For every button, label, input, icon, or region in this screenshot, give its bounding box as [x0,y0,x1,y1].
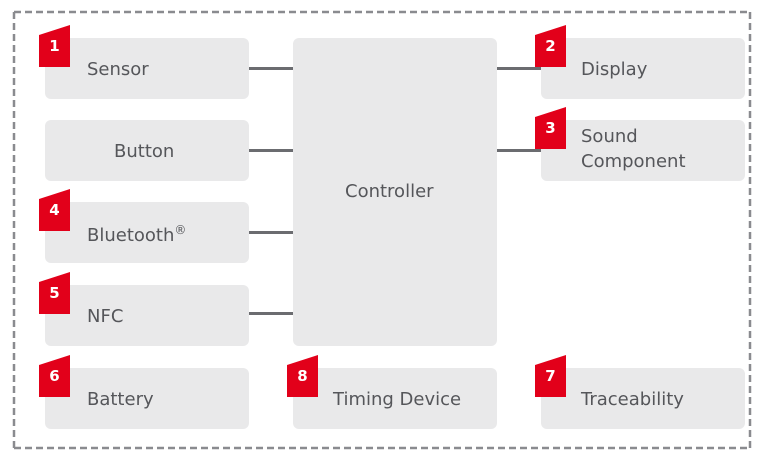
sound-label-line2: Component [581,151,686,172]
traceability-number: 7 [545,367,556,385]
display-block: Display [541,38,745,99]
button-block: Button [45,120,249,181]
timing-device-block: Timing Device [293,368,497,429]
bluetooth-label: Bluetooth [87,225,175,246]
timing-device-number-badge: 8 [287,355,318,397]
sensor-block: Sensor [45,38,249,99]
bluetooth-number-badge: 4 [39,189,70,231]
connector-bluetooth-controller [249,231,293,234]
nfc-number: 5 [49,284,60,302]
display-number: 2 [545,37,556,55]
sensor-number: 1 [49,37,60,55]
sensor-label: Sensor [87,59,149,80]
connector-controller-sound [497,149,541,152]
connector-controller-display [497,67,541,70]
registered-mark: ® [174,223,187,237]
controller-label: Controller [345,181,434,202]
sound-component-block: Sound Component [541,120,745,181]
display-label: Display [581,59,648,80]
bluetooth-label-group: Bluetooth® [87,223,186,246]
controller-block: Controller [293,38,497,346]
traceability-label: Traceability [581,389,684,410]
sensor-number-badge: 1 [39,25,70,67]
timing-device-label: Timing Device [333,389,462,410]
sound-component-number-badge: 3 [535,107,566,149]
connector-button-controller [249,149,293,152]
connector-nfc-controller [249,312,293,315]
battery-label: Battery [87,389,154,410]
nfc-block: NFC [45,285,249,346]
connector-sensor-controller [249,67,293,70]
sound-label-line1: Sound [581,126,638,147]
timing-device-number: 8 [297,367,308,385]
bluetooth-number: 4 [49,201,60,219]
button-label: Button [114,141,175,162]
bluetooth-block: Bluetooth® [45,202,249,263]
traceability-number-badge: 7 [535,355,566,397]
traceability-block: Traceability [541,368,745,429]
battery-number: 6 [49,367,60,385]
sound-component-number: 3 [545,119,556,137]
display-number-badge: 2 [535,25,566,67]
nfc-label: NFC [87,306,124,327]
nfc-number-badge: 5 [39,272,70,314]
battery-block: Battery [45,368,249,429]
battery-number-badge: 6 [39,355,70,397]
